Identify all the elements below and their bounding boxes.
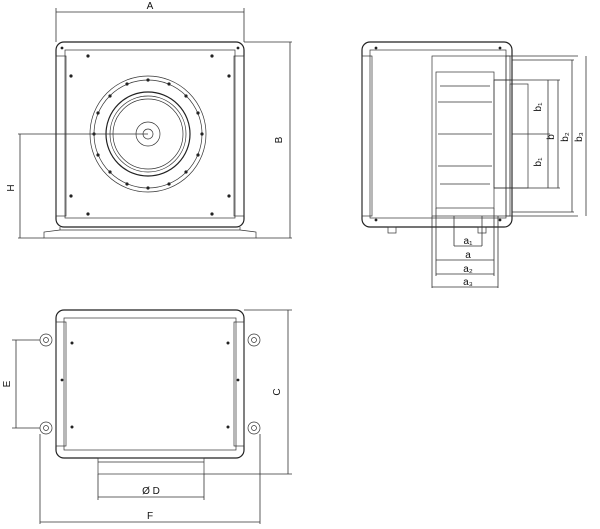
ring-screws	[92, 78, 204, 190]
dim-label-A: A	[147, 1, 154, 12]
dim-label-a2: a₂	[463, 264, 473, 275]
dim-label-b2: b₂	[560, 132, 571, 142]
dim-label-b: b	[546, 134, 557, 140]
mounting-brackets	[39, 333, 261, 435]
front-view: A	[6, 1, 292, 239]
dim-label-H: H	[6, 184, 17, 191]
dim-label-b1-bottom: b₁	[533, 157, 544, 167]
side-view: b₁ b₁ b b₂ b₃ a₁ a a₂ a₃	[361, 41, 587, 288]
dim-label-a: a	[465, 250, 471, 261]
dim-label-b1-top: b₁	[533, 102, 544, 112]
dim-label-F: F	[147, 511, 153, 522]
panel-screws	[60, 46, 240, 216]
dim-label-a3: a₃	[463, 277, 473, 288]
dim-label-a1: a₁	[464, 236, 474, 247]
dim-label-B: B	[274, 136, 285, 143]
dim-label-E: E	[2, 380, 13, 387]
dim-label-b3: b₃	[574, 132, 585, 142]
dim-label-D: Ø D	[142, 486, 160, 497]
dim-label-C: C	[272, 388, 283, 395]
top-view: E C Ø D F	[2, 309, 292, 524]
